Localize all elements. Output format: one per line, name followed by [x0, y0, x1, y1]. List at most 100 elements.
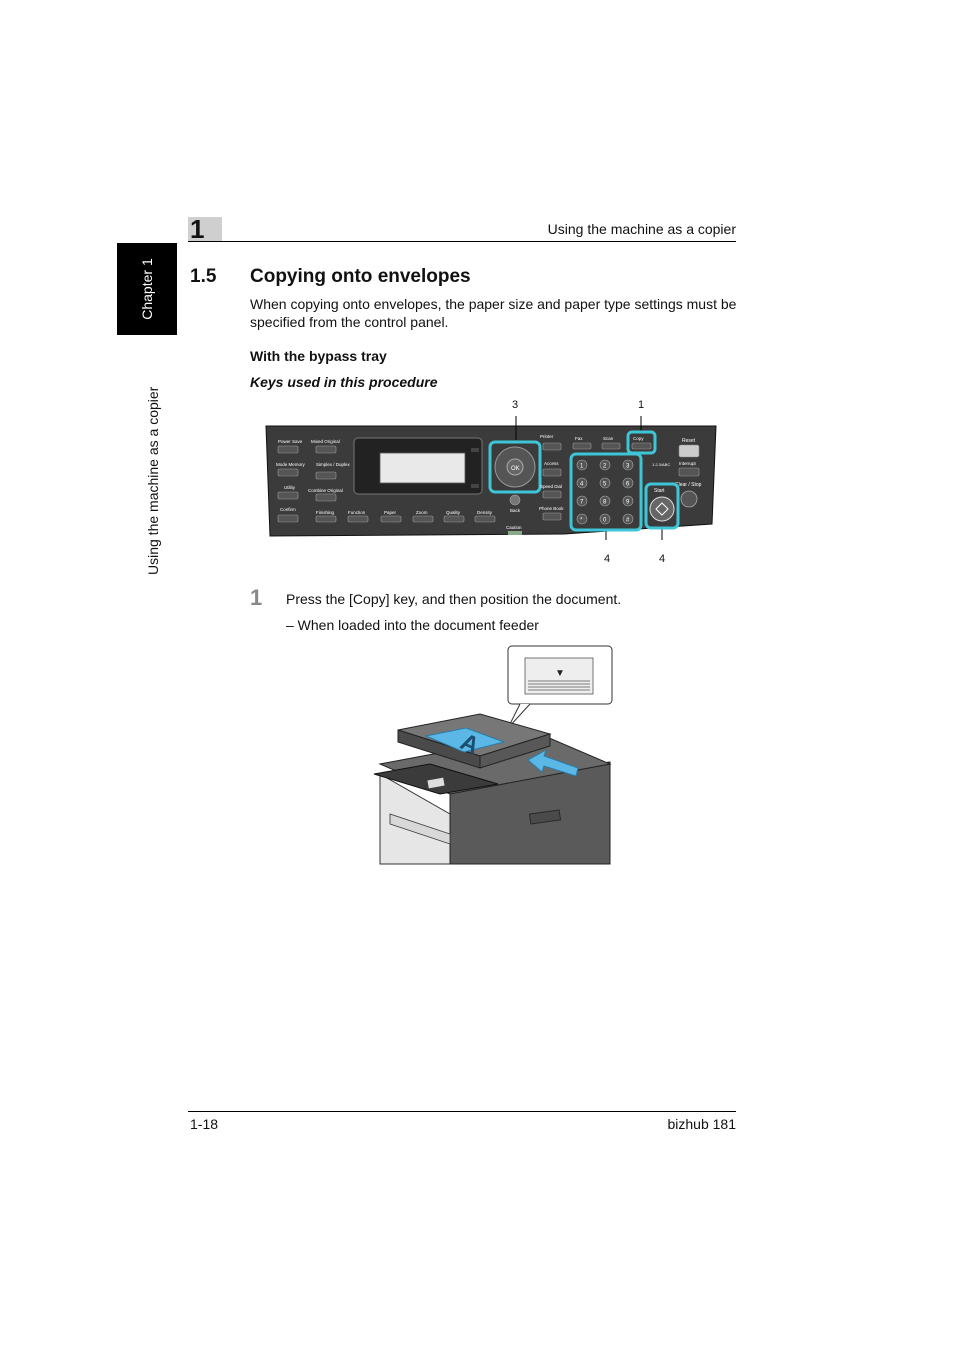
keypad-digit: 3	[626, 464, 630, 470]
subheading: With the bypass tray	[250, 348, 387, 364]
document-sheet	[424, 727, 506, 753]
key-label-reset: Reset	[682, 438, 696, 444]
callout-4-start: 4	[659, 553, 666, 565]
key-label-quality: Quality	[446, 510, 461, 515]
key-label-combine-original: Combine Original	[308, 488, 343, 493]
step-number: 1	[250, 585, 263, 610]
keypad-key-4[interactable]	[576, 477, 588, 489]
lcd-indicator	[471, 484, 479, 488]
machine-illustration: ▼ A	[373, 645, 613, 865]
callout-4-keypad: 4	[604, 553, 611, 565]
keypad-digit: 6	[626, 482, 630, 488]
keys-heading: Keys used in this procedure	[250, 374, 438, 390]
finishing-key[interactable]	[315, 515, 337, 523]
key-label-123-abc: 1.2.3/ABC	[652, 462, 670, 467]
key-label-zoom: Zoom	[416, 510, 428, 515]
access-key[interactable]	[542, 468, 562, 477]
keypad-key-0[interactable]	[599, 513, 611, 525]
speed-dial-key[interactable]	[542, 490, 562, 499]
mixed-original-key[interactable]	[315, 445, 337, 454]
keypad-key-2[interactable]	[599, 459, 611, 471]
keypad-digit: *	[580, 518, 583, 524]
key-label-function: Function	[348, 510, 366, 515]
interrupt-key[interactable]	[678, 467, 700, 477]
side-section-title: Using the machine as a copier	[145, 386, 161, 575]
keypad-digit: 8	[603, 500, 607, 506]
combine-original-key[interactable]	[315, 493, 337, 502]
keypad-digit: 1	[580, 464, 584, 470]
stop-key[interactable]	[680, 490, 698, 508]
keypad-key-7[interactable]	[576, 495, 588, 507]
reset-key[interactable]	[678, 444, 700, 458]
utility-key[interactable]	[277, 491, 299, 500]
fax-key[interactable]	[572, 442, 592, 450]
key-label-caution: Caution	[506, 525, 522, 530]
key-label-access: Access	[544, 461, 559, 466]
zoom-key[interactable]	[412, 515, 434, 523]
key-label-utility: Utility	[284, 485, 296, 490]
power-save-key[interactable]	[277, 445, 299, 454]
key-label-fax: Fax	[575, 436, 583, 441]
keypad-key-9[interactable]	[622, 495, 634, 507]
caution-light	[508, 531, 522, 535]
keypad-digit: 2	[603, 464, 607, 470]
quality-key[interactable]	[443, 515, 465, 523]
key-label-interrupt: Interrupt	[679, 461, 697, 466]
keypad-key-8[interactable]	[599, 495, 611, 507]
key-label-back: Back	[510, 508, 521, 513]
chapter-number: 1	[190, 214, 205, 244]
density-key[interactable]	[474, 515, 496, 523]
key-label-mode-memory: Mode Memory	[276, 462, 306, 467]
page-number: 1-18	[190, 1116, 219, 1132]
keypad-key-6[interactable]	[622, 477, 634, 489]
indicator-arrow-icon: ▼	[555, 668, 565, 679]
keypad-digit: 5	[603, 482, 607, 488]
phone-book-key[interactable]	[542, 512, 562, 521]
keypad-key-3[interactable]	[622, 459, 634, 471]
key-label-finishing: Finishing	[316, 510, 335, 515]
confirm-key[interactable]	[277, 514, 299, 523]
section-number: 1.5	[190, 266, 217, 287]
copy-key[interactable]	[631, 442, 652, 450]
keypad-digit: 0	[603, 518, 607, 524]
keypad-highlight	[569, 452, 643, 532]
indicator-display	[524, 657, 594, 695]
key-label-density: Density	[477, 510, 493, 515]
chapter-tab: Chapter 1	[117, 243, 177, 335]
numeric-keypad: 1 2 3 4 5 6 7 8 9 * 0 #	[576, 459, 634, 525]
control-panel-illustration: Power Save Mixed Original Mode Memory Si…	[265, 416, 717, 540]
product-name: bizhub 181	[667, 1116, 736, 1132]
section-title: Copying onto envelopes	[250, 266, 471, 287]
callout-3: 3	[512, 399, 519, 411]
key-label-confirm: Confirm	[280, 507, 296, 512]
key-label-power-save: Power Save	[278, 439, 303, 444]
keypad-key-hash[interactable]	[622, 513, 634, 525]
start-key[interactable]	[649, 496, 675, 522]
nav-highlight	[488, 440, 542, 494]
keypad-key-5[interactable]	[599, 477, 611, 489]
scan-key[interactable]	[601, 442, 621, 450]
lcd-indicator	[471, 448, 479, 452]
key-label-simplex-duplex: Simplex / Duplex	[316, 462, 351, 467]
key-label-speed-dial: Speed Dial	[540, 484, 562, 489]
substep-text: – When loaded into the document feeder	[286, 617, 539, 633]
keypad-key-star[interactable]	[576, 513, 588, 525]
callout-1: 1	[638, 399, 645, 411]
lcd-screen	[379, 452, 466, 484]
key-label-printer: Printer	[540, 434, 554, 439]
start-icon	[655, 502, 669, 516]
keypad-key-1[interactable]	[576, 459, 588, 471]
keypad-digit: 4	[580, 482, 584, 488]
mode-memory-key[interactable]	[277, 468, 299, 477]
function-key[interactable]	[347, 515, 369, 523]
keypad-digit: #	[626, 518, 630, 524]
back-key[interactable]	[509, 494, 521, 506]
header-rule	[188, 241, 736, 242]
ok-key[interactable]	[506, 458, 524, 476]
printer-key[interactable]	[542, 442, 562, 451]
simplex-duplex-key[interactable]	[315, 471, 337, 480]
footer-rule	[188, 1111, 736, 1112]
ok-key-label: OK	[511, 466, 520, 472]
paper-key[interactable]	[380, 515, 402, 523]
key-label-start: Start	[654, 488, 665, 494]
